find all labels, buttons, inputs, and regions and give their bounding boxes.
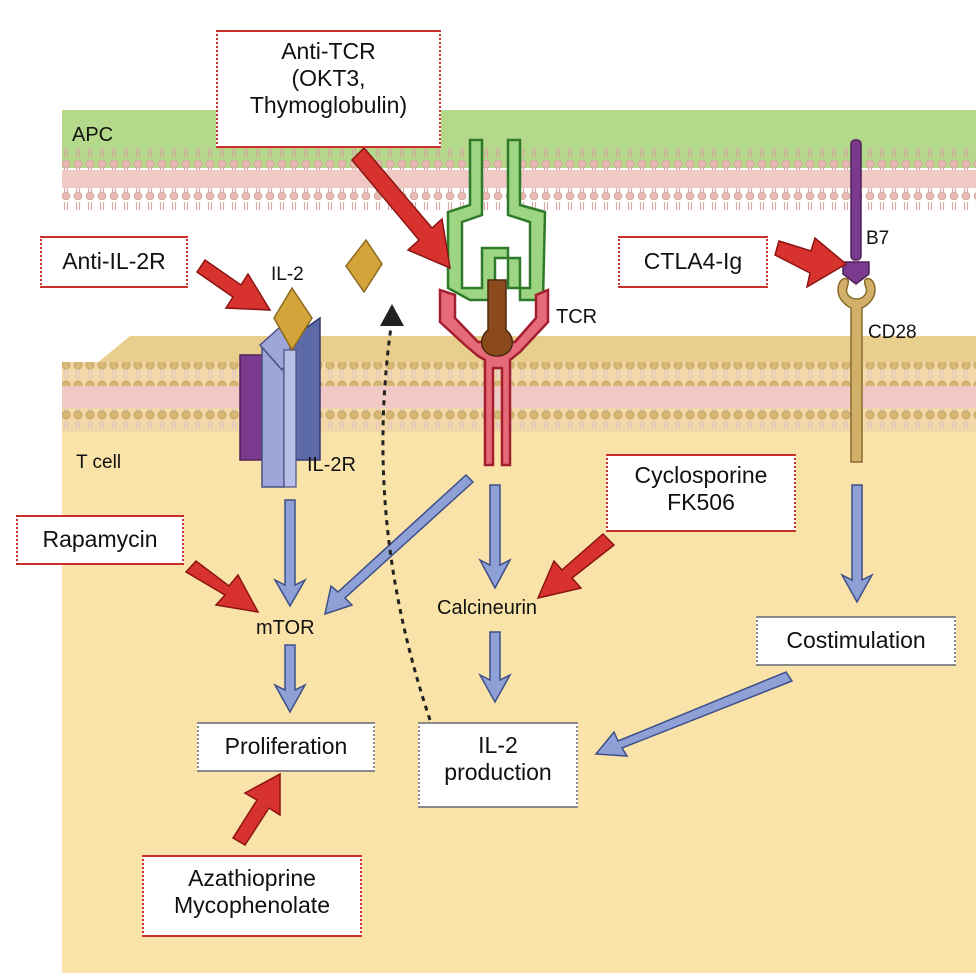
il2-secretion-arrowhead (380, 304, 404, 326)
il2-bound-icon (273, 286, 313, 352)
il2-label: IL-2 (271, 264, 304, 285)
rapamycin-text: Rapamycin (42, 526, 158, 552)
anti-tcr-line-3: Thymoglobulin) (249, 92, 408, 119)
cyclosporine-line-2: FK506 (667, 489, 735, 516)
mtor-label: mTOR (256, 617, 315, 639)
calcineurin-label: Calcineurin (437, 597, 538, 619)
b7-cd28 (837, 139, 876, 463)
il2-production-line-2: production (444, 759, 552, 786)
tcr-label: TCR (556, 306, 598, 328)
anti-tcr-line-1: Anti-TCR (281, 38, 376, 64)
il2-receptor (239, 316, 321, 488)
il2-production-box: IL-2 production (418, 722, 578, 808)
b7-label: B7 (866, 228, 890, 249)
proliferation-text: Proliferation (224, 733, 348, 759)
costimulation-box: Costimulation (756, 616, 956, 666)
anti-il2r-box: Anti-IL-2R (40, 236, 188, 288)
costimulation-text: Costimulation (786, 627, 926, 653)
il2r-label: IL-2R (307, 454, 356, 476)
ctla4ig-box: CTLA4-Ig (618, 236, 768, 288)
azathioprine-line-1: Azathioprine (188, 865, 316, 891)
drug-arrows (184, 146, 848, 847)
azathioprine-line-2: Mycophenolate (174, 892, 330, 919)
rapamycin-box: Rapamycin (16, 515, 184, 565)
ctla4ig-text: CTLA4-Ig (643, 248, 743, 274)
tcell-label: T cell (76, 452, 122, 473)
tcr-complex (438, 138, 550, 467)
cyclosporine-line-1: Cyclosporine (634, 462, 768, 488)
apc-label: APC (72, 124, 114, 146)
anti-tcr-box: Anti-TCR (OKT3, Thymoglobulin) (216, 30, 441, 148)
proliferation-box: Proliferation (197, 722, 375, 772)
il2-production-line-1: IL-2 (478, 732, 518, 758)
il2-free-icon (345, 238, 383, 294)
anti-tcr-line-2: (OKT3, (291, 65, 366, 92)
cd28-label: CD28 (868, 322, 917, 343)
il2-secretion-arrow (381, 319, 432, 721)
anti-il2r-text: Anti-IL-2R (62, 248, 166, 274)
cyclosporine-box: Cyclosporine FK506 (606, 454, 796, 532)
azathioprine-box: Azathioprine Mycophenolate (142, 855, 362, 937)
signal-arrows (273, 473, 874, 757)
